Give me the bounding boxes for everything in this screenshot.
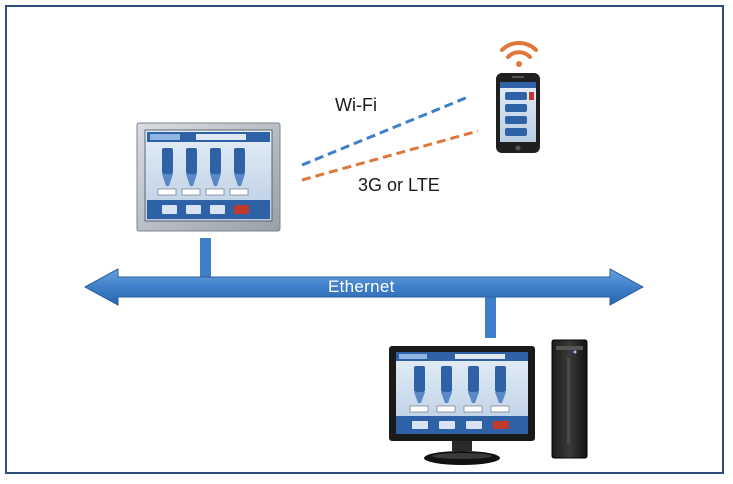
pc-tower-icon xyxy=(551,339,588,459)
diagram-frame xyxy=(5,5,724,474)
pc-drop-connector xyxy=(485,295,496,338)
cellular-link xyxy=(301,129,479,182)
panel-drop-connector xyxy=(200,238,211,278)
monitor-icon xyxy=(389,346,535,465)
ethernet-label: Ethernet xyxy=(328,277,395,296)
wifi-link xyxy=(301,95,469,167)
cellular-label: 3G or LTE xyxy=(358,175,440,195)
hmi-touch-panel-icon xyxy=(136,122,281,232)
smartphone-icon xyxy=(496,73,540,153)
wifi-label: Wi-Fi xyxy=(335,95,377,115)
ethernet-bus-arrow xyxy=(83,268,645,306)
wifi-signal-icon xyxy=(500,40,538,67)
